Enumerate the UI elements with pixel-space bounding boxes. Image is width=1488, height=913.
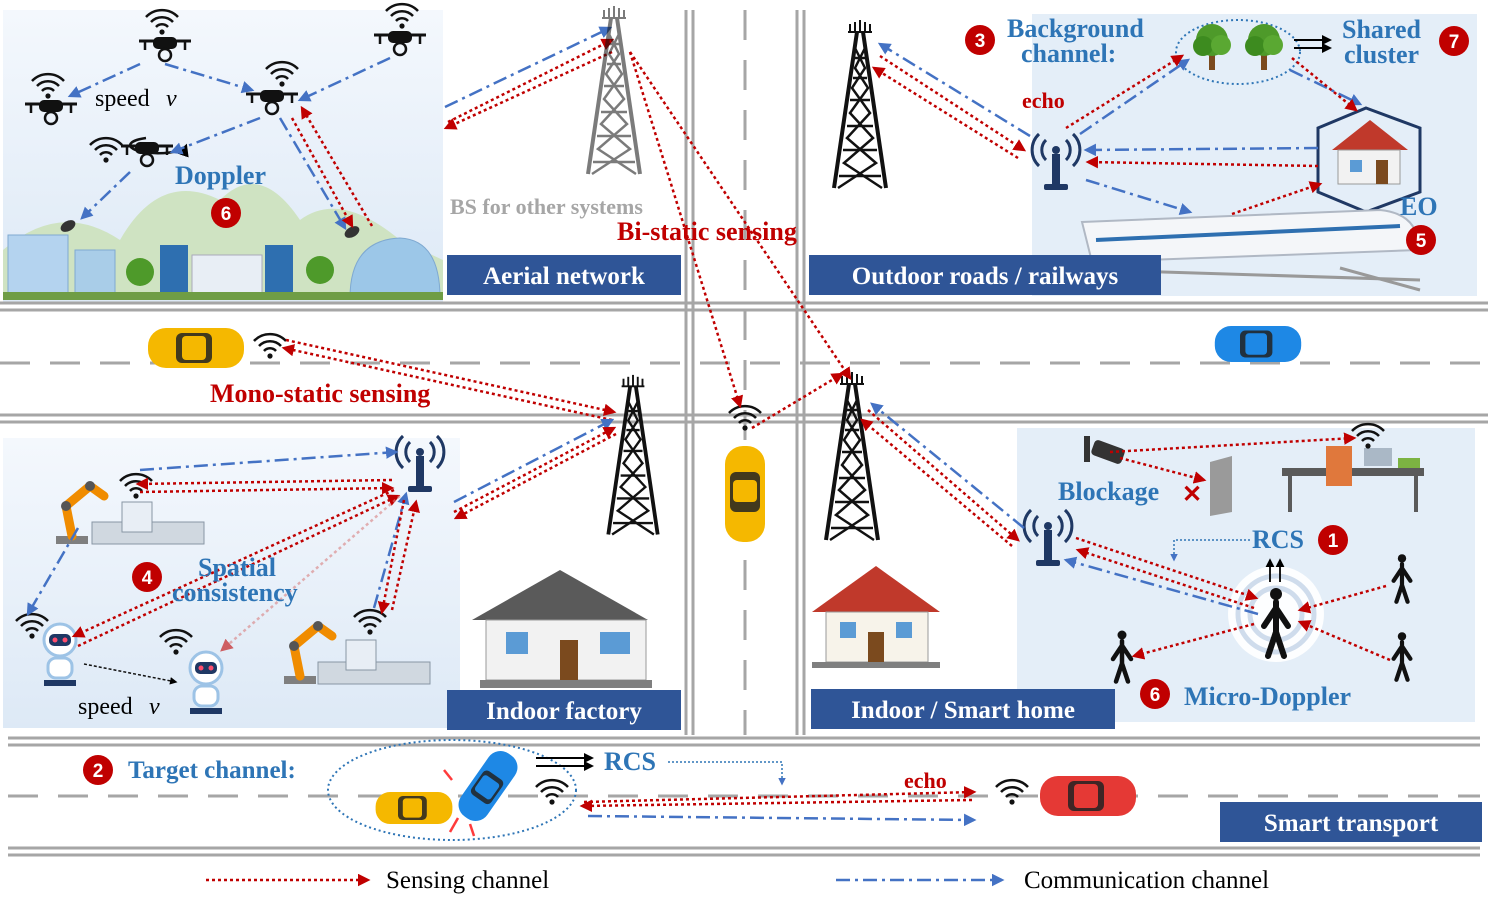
satellite-dish-icon	[60, 220, 360, 238]
rcs-home-label: RCS	[1252, 525, 1304, 554]
number-badge: 7	[1439, 26, 1469, 56]
collision-spark-icon	[443, 769, 476, 837]
spatial-consistency-label-2: consistency	[172, 578, 298, 607]
communication-link	[587, 813, 977, 827]
svg-text:1: 1	[1328, 531, 1339, 552]
eo-label: EO	[1400, 192, 1438, 221]
svg-text:6: 6	[221, 204, 232, 225]
blockage-label: Blockage	[1058, 477, 1159, 506]
transport-tag: Smart transport	[1220, 802, 1482, 842]
communication-link	[870, 402, 1259, 616]
speed-arrow	[83, 663, 178, 685]
home-tag: Indoor / Smart home	[811, 689, 1115, 729]
communication-link	[877, 42, 1363, 216]
svg-text:6: 6	[1150, 685, 1161, 706]
communication-link	[26, 418, 615, 617]
sensing-link	[71, 426, 617, 648]
communication-link	[67, 26, 613, 231]
house-icon	[812, 566, 940, 668]
aerial-network-label: Aerial network	[483, 263, 645, 290]
rcs-transport-label: RCS	[604, 747, 656, 776]
outdoor-label: Outdoor roads / railways	[852, 263, 1119, 290]
background-channel-label-2: channel:	[1021, 39, 1116, 68]
home-label: Indoor / Smart home	[851, 697, 1075, 724]
desk-icon	[1282, 446, 1424, 512]
bistatic-sensing-label: Bi-static sensing	[617, 217, 797, 246]
echo-label: echo	[904, 768, 947, 793]
svg-text:3: 3	[975, 31, 986, 52]
speed-label: speed	[95, 86, 150, 112]
legend-sensing-label: Sensing channel	[386, 867, 549, 894]
number-badge: 5	[1406, 225, 1436, 255]
speed-label: speed	[78, 694, 133, 720]
city-skyline	[3, 184, 443, 300]
factory-tag: Indoor factory	[447, 690, 681, 730]
sensing-link	[290, 38, 615, 229]
factory-label: Indoor factory	[486, 698, 642, 725]
base-station-tower-icon	[606, 372, 660, 537]
micro-doppler-label: Micro-Doppler	[1184, 682, 1351, 711]
target-channel-label: Target channel:	[128, 757, 296, 784]
number-badge: 6	[1140, 679, 1170, 709]
rcs-pointer	[1170, 539, 1250, 562]
number-badge: 3	[965, 25, 995, 55]
target-cluster-ellipse	[327, 739, 577, 841]
outdoor-tag: Outdoor roads / railways	[809, 255, 1161, 295]
number-badge: 4	[132, 562, 162, 592]
sensing-link	[871, 54, 1358, 216]
transport-label: Smart transport	[1264, 810, 1439, 837]
sensing-link	[860, 409, 1391, 662]
doppler-label: Doppler	[175, 161, 266, 190]
background-channel-label-1: Background	[1007, 14, 1144, 43]
base-station-tower-icon	[824, 370, 880, 542]
monostatic-sensing-label: Mono-static sensing	[210, 379, 430, 408]
svg-text:2: 2	[93, 761, 104, 782]
svg-text:5: 5	[1416, 231, 1427, 252]
shared-cluster-label-1: Shared	[1342, 15, 1422, 44]
blockage-cross-icon: ✕	[1182, 481, 1202, 508]
conveyor-icon	[91, 501, 431, 685]
number-badge: 2	[83, 755, 113, 785]
double-up-arrow-icon	[1265, 558, 1285, 582]
number-badge: 1	[1318, 525, 1348, 555]
car-icon	[375, 745, 1136, 827]
double-arrow-icon	[536, 753, 594, 771]
speed-vector-label: v⃗	[166, 86, 195, 112]
legend-communication-label: Communication channel	[1024, 867, 1269, 894]
base-station-tower-icon	[832, 18, 888, 190]
wall-block-icon	[1210, 456, 1232, 516]
base-station-tower-icon	[586, 4, 642, 176]
road-lines	[0, 10, 1488, 857]
shared-cluster-label-2: cluster	[1344, 40, 1419, 69]
number-badge: 6	[211, 198, 241, 228]
bs-other-systems-label: BS for other systems	[450, 194, 643, 219]
echo-label: echo	[1022, 88, 1065, 113]
rcs-pointer	[668, 761, 786, 786]
aerial-network-tag: Aerial network	[447, 255, 681, 295]
sensing-link	[579, 786, 977, 813]
house-icon	[472, 570, 652, 688]
shared-cluster-ellipse	[1175, 19, 1301, 85]
camera-icon	[1084, 436, 1125, 464]
double-arrow-icon	[1294, 35, 1332, 53]
speed-vector-label: v⃗	[149, 694, 178, 720]
sensing-link	[281, 51, 852, 430]
spatial-consistency-label-1: Spatial	[198, 553, 276, 582]
svg-text:7: 7	[1449, 32, 1460, 53]
svg-text:4: 4	[142, 568, 153, 589]
